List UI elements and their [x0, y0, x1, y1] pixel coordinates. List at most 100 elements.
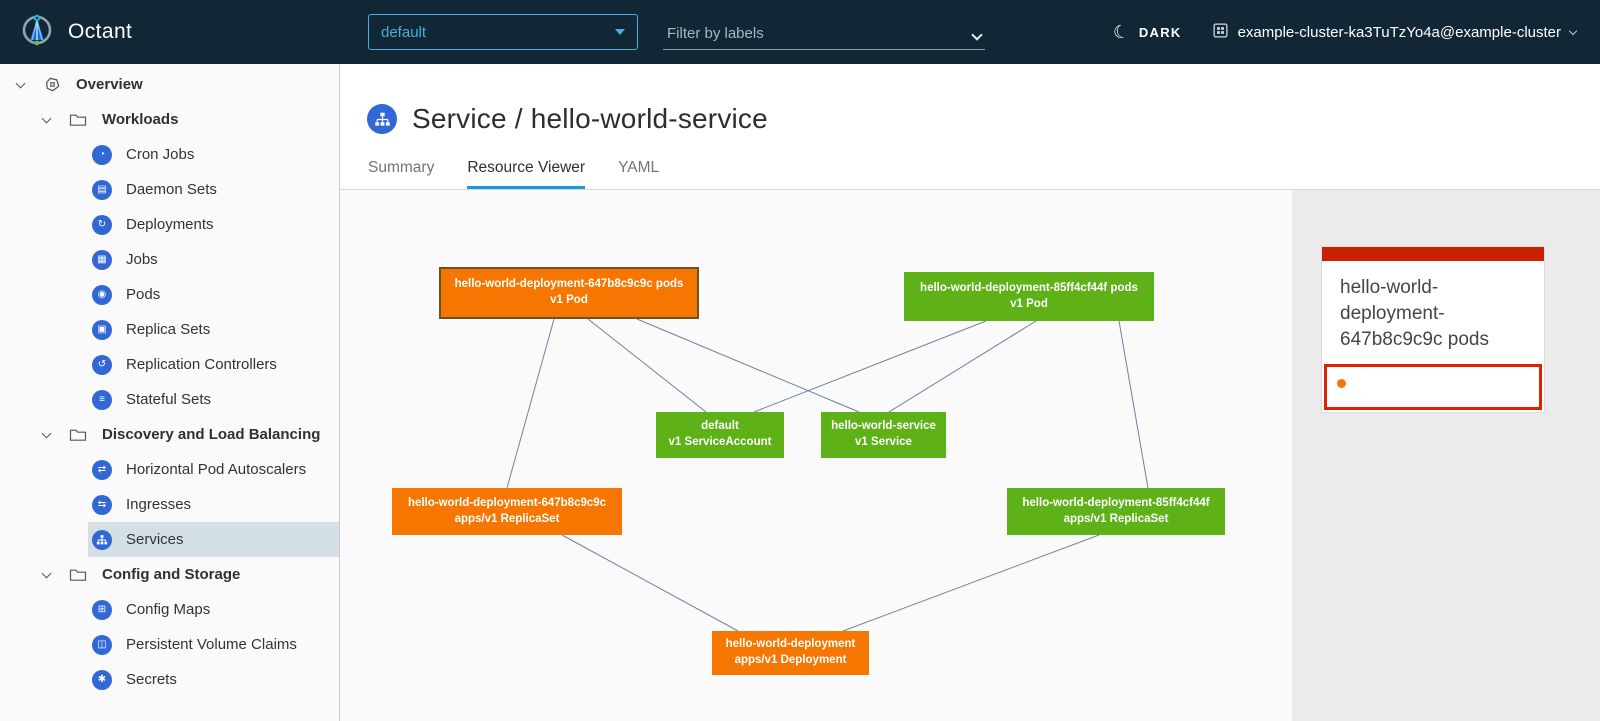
- namespace-dropdown[interactable]: default: [368, 14, 638, 50]
- node-kind-label: apps/v1 ReplicaSet: [1063, 512, 1169, 525]
- graph-edge: [753, 320, 987, 413]
- sidebar-item-label: Services: [126, 531, 184, 548]
- sidebar-item-config-and-storage[interactable]: Config and Storage: [0, 557, 339, 592]
- sidebar-item-label: Overview: [76, 76, 143, 93]
- sidebar-item-workloads[interactable]: Workloads: [0, 102, 339, 137]
- sidebar-item-replication-controllers[interactable]: ↺ Replication Controllers: [0, 347, 339, 382]
- node-kind-label: v1 ServiceAccount: [668, 436, 772, 448]
- sidebar-item-services[interactable]: Services: [0, 522, 339, 557]
- chevron-down-icon[interactable]: [971, 29, 983, 41]
- chevron-down-icon[interactable]: [38, 428, 54, 438]
- replication-controllers-icon: ↺: [92, 354, 112, 375]
- sidebar-item-replica-sets[interactable]: ▣Replica Sets: [0, 312, 339, 347]
- tab-bar: Summary Resource Viewer YAML: [340, 159, 1600, 189]
- tab-yaml[interactable]: YAML: [618, 159, 660, 176]
- node-kind-label: apps/v1 Deployment: [734, 654, 847, 666]
- tab-divider: [340, 189, 1600, 190]
- graph-edge: [842, 534, 1100, 632]
- sidebar-item-label: Ingresses: [126, 496, 192, 513]
- sidebar-item-pods[interactable]: ◉Pods: [0, 277, 339, 312]
- services-icon: [92, 529, 112, 550]
- sidebar-item-label: Horizontal Pod Autoscalers: [126, 461, 307, 478]
- sidebar-item-label: Cron Jobs: [126, 146, 195, 163]
- cluster-icon: [1212, 22, 1229, 43]
- resource-viewer-canvas: hello-world-deployment-647b8c9c9c pods h…: [340, 190, 1600, 721]
- graph-node-serviceaccount-default[interactable]: default v1 ServiceAccount: [656, 412, 784, 458]
- page-title: Service / hello-world-service: [412, 103, 768, 134]
- deployments-icon: ↻: [92, 214, 112, 235]
- config-maps-icon: ⊞: [92, 599, 112, 620]
- sidebar-item-persistent-volume-claims[interactable]: ◫Persistent Volume Claims: [0, 627, 339, 662]
- graph-edges: [506, 318, 1149, 632]
- sidebar-item-deployments[interactable]: ↻Deployments: [0, 207, 339, 242]
- node-name-label: hello-world-deployment-85ff4cf44f: [1022, 496, 1210, 509]
- sidebar-item-ingresses[interactable]: ⇆ Ingresses: [0, 487, 339, 522]
- chevron-down-icon[interactable]: [12, 78, 28, 88]
- sidebar-item-daemon-sets[interactable]: ▤Daemon Sets: [0, 172, 339, 207]
- node-name-label: hello-world-deployment-85ff4cf44f pods: [920, 281, 1138, 294]
- sidebar-item-label: Stateful Sets: [126, 391, 212, 408]
- sidebar-item-stateful-sets[interactable]: ≡Stateful Sets: [0, 382, 339, 417]
- sidebar-item-discovery-and-load-balancing[interactable]: Discovery and Load Balancing: [0, 417, 339, 452]
- octant-logo-icon: [20, 13, 54, 52]
- graph-node-replicaset-85ff4cf44f[interactable]: hello-world-deployment-85ff4cf44f apps/v1…: [1007, 488, 1225, 535]
- node-name-label: hello-world-deployment: [725, 638, 856, 651]
- chevron-down-icon[interactable]: [38, 113, 54, 123]
- graph-edge: [1118, 320, 1149, 489]
- sidebar-item-label: Replication Controllers: [126, 356, 277, 373]
- main-content: Service / hello-world-service Summary Re…: [340, 64, 1600, 721]
- overview-icon: [42, 75, 62, 95]
- label-filter-input[interactable]: Filter by labels: [663, 14, 985, 50]
- sidebar-item-cron-jobs[interactable]: ◔ Cron Jobs: [0, 137, 339, 172]
- app-title: Octant: [68, 20, 133, 43]
- page-header: Service / hello-world-service: [340, 64, 1600, 135]
- node-name-label: hello-world-deployment-647b8c9c9c pods: [454, 278, 684, 291]
- graph-node-deployment-hello-world[interactable]: hello-world-deployment apps/v1 Deployment: [712, 631, 869, 675]
- sidebar-item-secrets[interactable]: ✱Secrets: [0, 662, 339, 697]
- sidebar-item-label: Config Maps: [126, 601, 211, 618]
- sidebar-item-horizontal-pod-autoscalers[interactable]: ⇄ Horizontal Pod Autoscalers: [0, 452, 339, 487]
- sidebar-item-overview[interactable]: Overview: [0, 67, 339, 102]
- chevron-down-icon: [1568, 26, 1578, 35]
- cron-jobs-icon: ◔: [92, 144, 112, 165]
- node-name-label: default: [701, 420, 739, 433]
- tab-resource-viewer[interactable]: Resource Viewer: [467, 159, 586, 189]
- graph-node-replicaset-647b8c9c9c[interactable]: hello-world-deployment-647b8c9c9c apps/v1…: [392, 488, 622, 535]
- node-name-label: hello-world-deployment-647b8c9c9c: [407, 496, 607, 509]
- graph-edge: [636, 318, 860, 413]
- cluster-context-menu[interactable]: example-cluster-ka3TuTzYo4a@example-clus…: [1212, 22, 1578, 43]
- cluster-context-value: example-cluster-ka3TuTzYo4a@example-clus…: [1237, 23, 1561, 41]
- graph-node-pod-647b8c9c9c[interactable]: hello-world-deployment-647b8c9c9c pods v1…: [439, 267, 699, 319]
- service-icon: [367, 104, 397, 134]
- status-dot-icon: [1337, 378, 1346, 388]
- node-name-label: hello-world-service: [831, 420, 936, 433]
- replica-sets-icon: ▣: [92, 319, 112, 340]
- graph-edge: [888, 320, 1037, 413]
- node-kind-label: apps/v1 ReplicaSet: [454, 512, 560, 525]
- sidebar-item-label: Workloads: [102, 111, 179, 128]
- jobs-icon: ▦: [92, 249, 112, 270]
- detail-accent-bar: [1322, 247, 1544, 261]
- dropdown-caret-icon: [615, 29, 625, 35]
- persistent-volume-claims-icon: ◫: [92, 634, 112, 655]
- node-detail-panel: hello-world-deployment-647b8c9c9c pods: [1292, 190, 1600, 721]
- horizontal-pod-autoscalers-icon: ⇄: [92, 459, 112, 480]
- tab-summary[interactable]: Summary: [368, 159, 435, 176]
- namespace-value: default: [381, 23, 427, 41]
- ingresses-icon: ⇆: [92, 494, 112, 515]
- detail-node-title: hello-world-deployment-647b8c9c9c pods: [1340, 277, 1489, 351]
- node-kind-label: v1 Pod: [550, 294, 588, 306]
- theme-toggle-button[interactable]: ☾ DARK: [1111, 20, 1181, 43]
- folder-icon: [68, 110, 88, 130]
- graph-edge: [506, 318, 555, 489]
- sidebar-item-label: Pods: [126, 286, 161, 303]
- sidebar-item-config-maps[interactable]: ⊞ Config Maps: [0, 592, 339, 627]
- chevron-down-icon[interactable]: [38, 568, 54, 578]
- node-detail-card[interactable]: hello-world-deployment-647b8c9c9c pods: [1321, 246, 1545, 413]
- folder-icon: [68, 565, 88, 585]
- sidebar-item-jobs[interactable]: ▦Jobs: [0, 242, 339, 277]
- sidebar-item-label: Config and Storage: [102, 566, 241, 583]
